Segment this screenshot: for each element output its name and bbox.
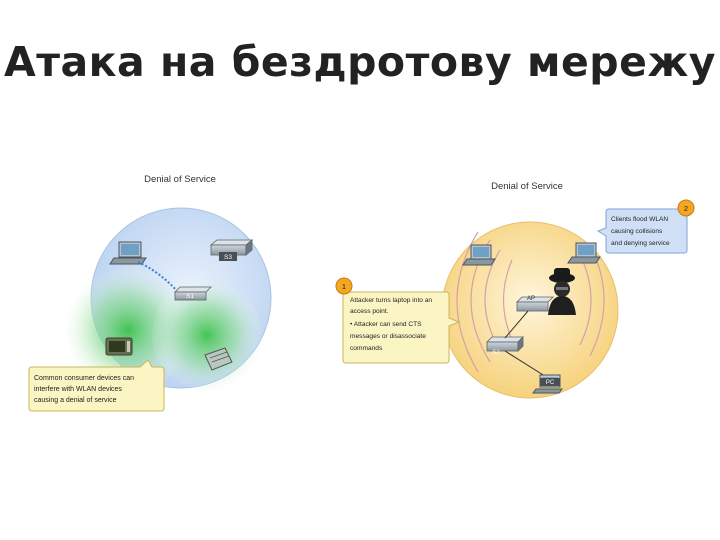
wireless-link: [137, 261, 179, 293]
left-callout-line-2: interfere with WLAN devices: [34, 386, 122, 393]
left-callout: Common consumer devices can interfere wi…: [28, 359, 165, 412]
ap-label: AP: [527, 296, 535, 302]
s1-label: S1: [186, 293, 194, 300]
step2-callout: Clients flood WLAN causing collisions an…: [596, 208, 688, 254]
access-point-s1-icon[interactable]: [174, 286, 212, 301]
link-ap-s2: [504, 310, 529, 339]
rogue-ap-icon[interactable]: [516, 296, 554, 312]
left-callout-line-3: causing a denial of service: [34, 397, 117, 404]
step2-badge: [677, 199, 695, 217]
step2-line-2: causing collisions: [611, 228, 663, 235]
step1-badge: [335, 277, 353, 295]
svg-text:Attacker turns laptop into an: Attacker turns laptop into an access poi…: [350, 297, 434, 352]
s3-label: S3: [224, 254, 232, 261]
left-heading: Denial of Service: [144, 174, 216, 185]
switch-s2-icon[interactable]: [486, 336, 524, 352]
left-callout-line-1: Common consumer devices can: [34, 375, 134, 382]
cordless-phone-icon[interactable]: [204, 347, 233, 371]
left-diagram: Denial of Service S3 S1: [28, 174, 272, 412]
step1-number: 1: [342, 282, 346, 291]
svg-text:Clients flood WLAN cau: Clients flood WLAN causing collisions an…: [611, 216, 670, 247]
right-diagram: Denial of Service: [335, 181, 695, 399]
green-interference-zone-right: [152, 280, 262, 390]
slide-title: Атака на бездротову мережу: [4, 38, 716, 86]
step1-callout: Attacker turns laptop into an access poi…: [342, 291, 461, 364]
attacker-icon: [548, 268, 576, 315]
step2-line-3: and denying service: [611, 240, 670, 247]
switch-s3-icon[interactable]: [209, 239, 254, 256]
client-laptop-1-icon[interactable]: [462, 244, 496, 266]
pc-label-box: [540, 378, 560, 386]
microwave-icon[interactable]: [105, 337, 133, 356]
pc-label: PC: [546, 380, 555, 386]
step1-line-5: commands: [350, 345, 383, 352]
right-heading: Denial of Service: [491, 181, 563, 192]
step1-line-3: • Attacker can send CTS: [350, 321, 422, 328]
step1-line-1: Attacker turns laptop into an: [350, 297, 432, 304]
step1-line-4: messages or disassociate: [350, 333, 426, 340]
svg-text:Common consumer devices can: Common consumer devices can interfere wi…: [34, 375, 136, 404]
s2-label: S2: [492, 350, 500, 356]
link-s2-pc: [504, 350, 549, 379]
step1-line-2: access point.: [350, 308, 389, 315]
client-laptop-2-icon[interactable]: [567, 242, 601, 264]
step2-number: 2: [684, 204, 688, 213]
step2-line-1: Clients flood WLAN: [611, 216, 668, 223]
s3-label-box: [219, 252, 237, 261]
